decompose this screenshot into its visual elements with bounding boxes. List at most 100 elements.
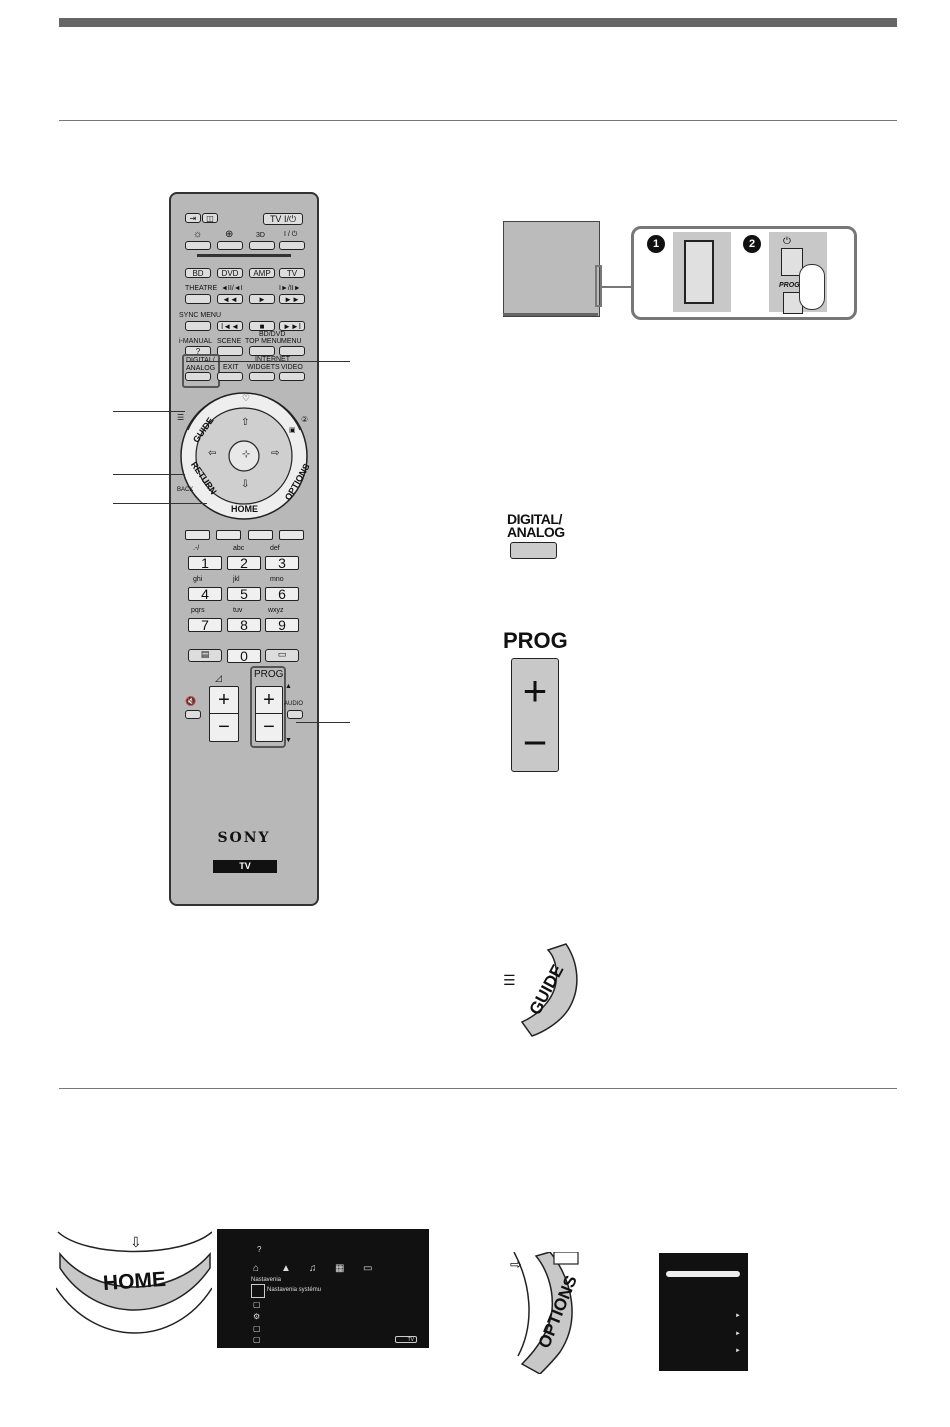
theatre-button[interactable] [185,294,211,304]
digit-2-button[interactable]: 2 [227,556,261,570]
digit-7-button[interactable]: 7 [188,618,222,632]
i-manual-label: i-MANUAL [179,338,213,345]
yellow-button[interactable] [248,530,273,540]
settings-icon[interactable]: ⌂ [253,1263,260,1274]
digit-8-button[interactable]: 8 [227,618,261,632]
widgets-label: WIDGETS [247,364,280,371]
digit-letters: jkl [233,576,240,583]
prog-rocker[interactable]: + − [255,686,283,742]
home-button[interactable]: HOME [231,504,258,514]
video-button[interactable] [279,372,305,381]
device-bd-button[interactable]: BD [185,268,211,278]
options-selected-row[interactable] [666,1271,740,1277]
hold-icon: ◫ [206,214,214,223]
exit-button[interactable] [217,372,243,381]
stop-button[interactable]: ■ [249,321,275,331]
scene-button[interactable] [217,346,243,356]
hold-button[interactable]: ◫ [202,213,218,223]
device-tv-button[interactable]: TV [279,268,305,278]
digit-9-button[interactable]: 9 [265,618,299,632]
top-menu-button[interactable] [249,346,275,356]
device-amp-button[interactable]: AMP [249,268,275,278]
widgets-button[interactable] [249,372,275,381]
digit-letters: .-/ [193,545,200,552]
favourites-icon: ♡ [242,393,251,403]
digit-6-button[interactable]: 6 [265,587,299,601]
up-arrow-icon[interactable]: ⇧ [241,417,250,428]
tv-icon[interactable]: ▭ [363,1263,373,1274]
picture-icon: ⊕ [225,229,234,240]
submenu-arrow-icon[interactable]: ► [735,1348,741,1354]
green-button[interactable] [216,530,241,540]
play-button[interactable]: ► [249,294,275,304]
prog-minus[interactable]: − [263,716,275,738]
home-illustration-label[interactable]: HOME [102,1267,167,1296]
digit-0-button[interactable]: 0 [227,649,261,663]
menu-label: MENU [281,338,302,345]
menu-button[interactable] [279,346,305,356]
volume-plus[interactable]: + [218,689,230,711]
home-button-illustration [56,1231,212,1334]
navigation-ring [180,392,308,520]
enter-icon[interactable]: ⊹ [242,449,251,460]
picture-button[interactable] [217,241,243,250]
blue-button[interactable] [279,530,304,540]
main-power-switch[interactable] [684,240,714,304]
step-2-badge: 2 [743,235,761,253]
left-arrow-icon[interactable]: ⇦ [208,448,217,459]
power-button[interactable] [279,241,305,250]
widgets-icon[interactable]: ▲ [281,1263,291,1274]
submenu-arrow-icon[interactable]: ► [735,1331,741,1337]
help-icon[interactable]: ? [257,1245,262,1254]
prev-button[interactable]: I◄◄ [217,321,243,331]
volume-minus[interactable]: − [218,716,230,738]
rewind-button[interactable]: ◄◄ [217,294,243,304]
home-category-label: Nastavenia [251,1277,282,1283]
sync-menu-button[interactable] [185,321,211,331]
prog-panel-minus[interactable]: − [522,719,548,766]
illumination-button[interactable] [185,241,211,250]
digital-analog-panel-button[interactable] [510,542,557,559]
bd-dvd-label: BD/DVD [259,331,286,338]
video-icon[interactable]: ▦ [335,1263,345,1274]
red-button[interactable] [185,530,210,540]
device-dvd-button[interactable]: DVD [217,268,243,278]
prog-plus[interactable]: + [263,689,275,711]
three-d-button[interactable] [249,241,275,250]
tv-power-button-panel[interactable] [781,248,803,276]
step-1-badge: 1 [647,235,665,253]
tv-power-button[interactable]: TV I/⏻ [263,213,303,225]
digit-5-button[interactable]: 5 [227,587,261,601]
guide-panel-icon: ☰ [503,972,516,988]
digit-4-button[interactable]: 4 [188,587,222,601]
volume-rocker[interactable]: + − [209,686,239,742]
digit-3-button[interactable]: 3 [265,556,299,570]
fast-forward-button[interactable]: ►► [279,294,305,304]
right-arrow-icon[interactable]: ⇨ [271,448,280,459]
teletext-button[interactable]: ▤ [188,649,222,662]
mute-icon: 🔇 [185,696,197,706]
page-up-icon: ▲ [285,683,292,690]
callout-line-home [113,503,207,504]
digit-letters: mno [270,576,284,583]
digital-analog-button[interactable] [185,372,211,381]
music-icon[interactable]: ♫ [309,1263,317,1274]
audio-button[interactable] [287,710,303,719]
down-arrow-icon[interactable]: ⇩ [241,479,250,490]
options-right-arrow-icon: ⇨ [510,1256,522,1272]
next-button[interactable]: ►►I [279,321,305,331]
settings-item-icon: ▢ [253,1324,261,1333]
submenu-arrow-icon[interactable]: ► [735,1313,741,1319]
exit-label: EXIT [223,364,239,371]
prog-panel-plus[interactable]: + [522,667,548,714]
hand-illustration [799,264,825,310]
input-button[interactable]: ⇥ [185,213,201,223]
input-icon: ⇥ [189,214,197,223]
digit-1-button[interactable]: 1 [188,556,222,570]
subtitle-button[interactable]: ▭ [265,649,299,662]
home-item-label[interactable]: Nastavenia systému [267,1287,322,1293]
callout-line-return [113,474,185,475]
mute-button[interactable] [185,710,201,719]
tv-base [503,313,598,316]
prog-panel-rocker[interactable]: + − [511,658,559,772]
